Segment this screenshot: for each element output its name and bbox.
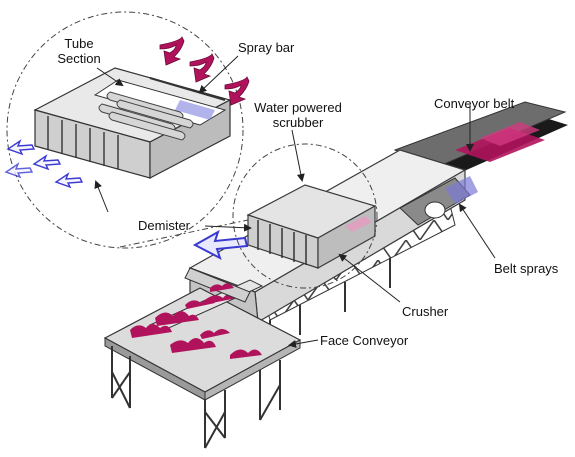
inset-inflow-arrows [159, 36, 250, 106]
inset-connector-line [119, 219, 249, 248]
face-conveyor [103, 267, 302, 401]
label-water-powered-scrubber: Water powered scrubber [248, 100, 348, 130]
inset-airflow-arrows [4, 139, 84, 189]
leader-lines [94, 55, 496, 348]
label-belt-sprays: Belt sprays [494, 261, 559, 276]
label-crusher: Crusher [402, 304, 449, 319]
label-tube-section-line2: Section [57, 51, 101, 66]
scrubber-highlight-circle [232, 143, 378, 289]
label-tube-section-line1: Tube [64, 36, 94, 51]
scrubber-box [246, 184, 377, 270]
label-tube-section: Tube Section [48, 36, 110, 66]
label-scrubber-line2: scrubber [272, 115, 324, 130]
label-conveyor-belt: Conveyor belt [434, 96, 515, 111]
label-face-conveyor: Face Conveyor [320, 333, 409, 348]
label-scrubber-line1: Water powered [254, 100, 342, 115]
label-spray-bar: Spray bar [238, 40, 295, 55]
conveyor-legs [111, 346, 281, 449]
label-demister: Demister [138, 218, 191, 233]
exhaust-arrow [192, 229, 249, 261]
